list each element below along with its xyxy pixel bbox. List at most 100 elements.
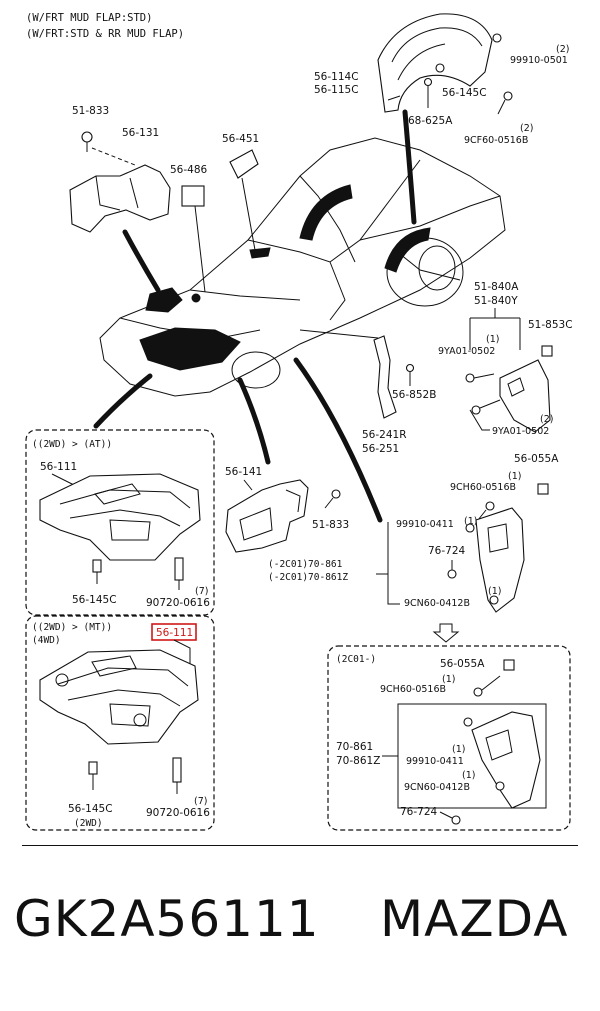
box-2c01-title: (2C01-) <box>336 654 376 665</box>
box-2c01-99910: 99910-0411 <box>406 756 464 767</box>
box-at-bolt-qty: (7) <box>195 586 208 597</box>
box-mt-part-label: 56-111 <box>156 627 193 639</box>
leader-arrow-undercover <box>93 373 153 429</box>
clip-56-145C-mt <box>88 761 98 790</box>
box-mt-clip-label: 56-145C <box>68 803 113 815</box>
bolt-51-833-mid <box>331 489 341 499</box>
box-mt-bolt-qty: (7) <box>194 796 207 807</box>
label-9YA01-qty-1: (1) <box>486 334 499 345</box>
undercover-56-111-mt <box>39 649 199 745</box>
label-51-833-top: 51-833 <box>72 105 109 117</box>
bracket-56-131 <box>69 164 171 233</box>
clip-99910-0501 <box>492 33 502 43</box>
label-56-451: 56-451 <box>222 133 259 145</box>
label-9CH60-qty-mid: (1) <box>508 471 521 482</box>
box-2wd-mt <box>25 615 215 831</box>
clip-99910-0411-mid <box>465 523 475 533</box>
box-2c01-99910-qty: (1) <box>452 744 465 755</box>
box-2wd-at <box>25 429 215 616</box>
leader-arrow-front-flap <box>293 357 383 523</box>
box-2c01 <box>327 645 571 831</box>
box-mt-title: ((2WD) > (MT)) <box>32 622 112 633</box>
leader-arrow <box>122 229 161 293</box>
label-51-833-mid: 51-833 <box>312 519 349 531</box>
box-2c01-9CH60-qty: (1) <box>442 674 455 685</box>
parts-diagram: (W/FRT MUD FLAP:STD) (W/FRT:STD & RR MUD… <box>25 12 573 831</box>
box-mt-bolt-label: 90720-0616 <box>146 807 210 819</box>
bolt-51-833-top <box>81 131 93 152</box>
label-99910-0501-qty: (2) <box>556 44 569 55</box>
label-51-840Y: 51-840Y <box>474 295 518 307</box>
screw-9YA01-b <box>471 399 501 415</box>
caption: GK2A56111 MAZDA <box>0 890 600 980</box>
divider-line <box>22 845 578 846</box>
box-2c01-70-861: 70-861 <box>336 741 373 753</box>
header-line-2: (W/FRT:STD & RR MUD FLAP) <box>26 28 184 40</box>
front-mud-flap-mid <box>475 507 525 613</box>
label-56-145C-top: 56-145C <box>442 87 487 99</box>
box-2c01-70-861Z: 70-861Z <box>336 755 380 767</box>
screw-9CN60-box <box>495 781 505 791</box>
clip-68-625A <box>423 77 433 87</box>
clip-56-145C-top <box>435 63 445 73</box>
box-2c01-9CH60: 9CH60-0516B <box>380 684 446 695</box>
label-56-131: 56-131 <box>122 127 159 139</box>
inner-fender-56-114C <box>377 13 493 113</box>
label-9YA01-qty-2: (2) <box>540 414 553 425</box>
label-9YA01-a: 9YA01-0502 <box>438 346 495 357</box>
label-56-141: 56-141 <box>225 466 262 478</box>
label-9CF60: 9CF60-0516B <box>464 135 528 146</box>
label-56-114C: 56-114C <box>314 71 359 83</box>
box-mt-clip-note: (2WD) <box>74 818 103 829</box>
down-arrow-icon <box>432 623 460 643</box>
brand-name: MAZDA <box>380 890 569 948</box>
label-9CN60-qty-mid: (1) <box>488 586 501 597</box>
label-99910-0411-mid: 99910-0411 <box>396 519 454 530</box>
part-number: GK2A56111 <box>14 890 320 948</box>
box-2c01-9CN60: 9CN60-0412B <box>404 782 470 793</box>
part-56-451-pad <box>229 149 259 179</box>
leader-arrow-fender <box>402 109 417 225</box>
nut-51-853C <box>541 345 553 357</box>
header-line-1: (W/FRT MUD FLAP:STD) <box>26 12 152 24</box>
clip-56-852B <box>405 363 415 373</box>
label-9CF60-qty: (2) <box>520 123 533 134</box>
label-mud-flap-line-1: (-2C01)70-861 <box>268 559 343 570</box>
clip-76-724-box <box>439 811 461 825</box>
screw-9CF60 <box>497 91 513 115</box>
label-56-486: 56-486 <box>170 164 208 176</box>
box-2c01-9CN60-qty: (1) <box>462 770 475 781</box>
label-51-853C: 51-853C <box>528 319 573 331</box>
label-56-115C: 56-115C <box>314 84 359 96</box>
box-2c01-56-055A: 56-055A <box>440 658 485 670</box>
clip-99910-0411-box <box>463 717 473 727</box>
bolt-90720-at <box>174 557 184 590</box>
part-56-486-block <box>181 185 205 207</box>
box-at-part-label: 56-111 <box>40 461 77 473</box>
label-56-251: 56-251 <box>362 443 399 455</box>
box-at-clip-label: 56-145C <box>72 594 117 606</box>
label-51-840A: 51-840A <box>474 281 519 293</box>
label-68-625A: 68-625A <box>408 115 453 127</box>
label-56-055A-mid: 56-055A <box>514 453 559 465</box>
label-56-241R: 56-241R <box>362 429 407 441</box>
bracket-56-141 <box>225 479 309 553</box>
clip-76-724-mid <box>447 560 457 579</box>
label-9YA01-b: 9YA01-0502 <box>492 426 549 437</box>
nut-56-055A-mid <box>537 483 549 495</box>
screw-9YA01-a <box>465 373 495 383</box>
label-56-852B: 56-852B <box>392 389 436 401</box>
front-mud-flap-box <box>471 711 541 809</box>
label-9CN60-mid: 9CN60-0412B <box>404 598 470 609</box>
label-mud-flap-line-2: (-2C01)70-861Z <box>268 572 348 583</box>
undercover-56-111-at <box>39 473 201 561</box>
box-2c01-76-724: 76-724 <box>400 806 438 818</box>
label-76-724-mid: 76-724 <box>428 545 466 557</box>
box-at-bolt-label: 90720-0616 <box>146 597 210 609</box>
screw-9CN60-mid <box>489 595 499 605</box>
label-99910-qty-mid: (1) <box>464 516 477 527</box>
box-mt-title-2: (4WD) <box>32 635 61 646</box>
rear-mud-flap <box>499 359 551 433</box>
clip-56-145C-at <box>92 559 102 584</box>
nut-56-055A-box <box>503 659 515 671</box>
